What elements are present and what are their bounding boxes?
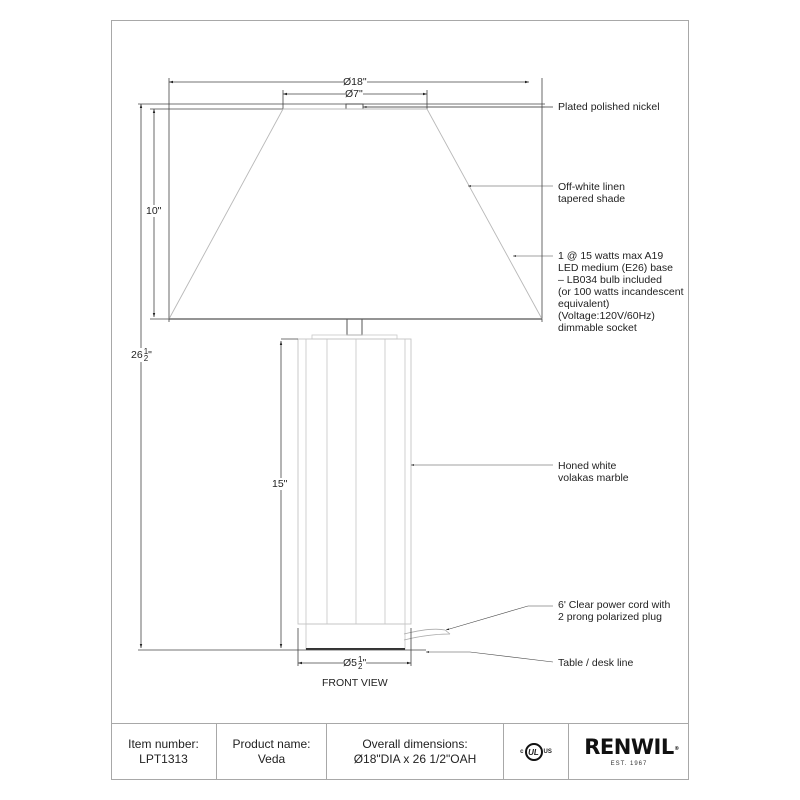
base-diameter-whole: Ø5 — [343, 656, 358, 669]
fraction-numerator: 1 — [358, 655, 363, 664]
item-number-cell: Item number: LPT1313 — [111, 724, 217, 780]
callout-body: Honed white volakas marble — [558, 460, 629, 484]
callout-bulb: 1 @ 15 watts max A19 LED medium (E26) ba… — [558, 250, 684, 334]
cert-suffix: US — [543, 748, 552, 755]
overall-dimensions-value: Ø18"DIA x 26 1/2"OAH — [353, 752, 477, 766]
callout-finial: Plated polished nickel — [558, 101, 660, 113]
certification-cell: c UL US — [504, 724, 569, 780]
fraction-denominator: 2 — [358, 662, 363, 671]
lamp-shade — [168, 108, 543, 320]
brand-logo: RENWIL® — [584, 735, 679, 759]
cert-prefix: c — [520, 748, 524, 755]
top-diameter-label: Ø7" — [345, 88, 363, 100]
overall-height-whole: 26 — [131, 348, 143, 361]
overall-dimensions-label: Overall dimensions: — [362, 737, 468, 751]
brand-name: RENWIL — [584, 735, 674, 759]
callout-cord: 6' Clear power cord with 2 prong polariz… — [558, 599, 671, 623]
cul-us-logo-icon: c UL US — [520, 743, 552, 761]
fraction-numerator: 1 — [143, 347, 149, 356]
brand-cell: RENWIL® EST. 1967 — [569, 724, 689, 780]
registered-mark: ® — [674, 746, 679, 752]
marble-body — [297, 338, 412, 650]
title-block: Item number: LPT1313 Product name: Veda … — [111, 723, 689, 780]
brand-tagline: EST. 1967 — [610, 761, 648, 767]
product-name-value: Veda — [257, 752, 286, 766]
shade-height-label: 10" — [146, 205, 162, 217]
product-name-cell: Product name: Veda — [217, 724, 327, 780]
drawing-frame — [111, 20, 689, 780]
fraction-denominator: 2 — [143, 354, 149, 363]
item-number-label: Item number: — [128, 737, 199, 751]
base-height-label: 15" — [272, 478, 288, 490]
shade-diameter-label: Ø18" — [343, 76, 367, 88]
product-name-label: Product name: — [232, 737, 311, 751]
ul-mark: UL — [524, 743, 543, 761]
callout-table-line: Table / desk line — [558, 657, 634, 669]
shade-diameter-dimension — [168, 78, 543, 322]
overall-dimensions-cell: Overall dimensions: Ø18"DIA x 26 1/2"OAH — [327, 724, 504, 780]
view-label: FRONT VIEW — [322, 677, 388, 689]
callout-shade: Off-white linen tapered shade — [558, 181, 626, 205]
item-number-value: LPT1313 — [139, 752, 188, 766]
